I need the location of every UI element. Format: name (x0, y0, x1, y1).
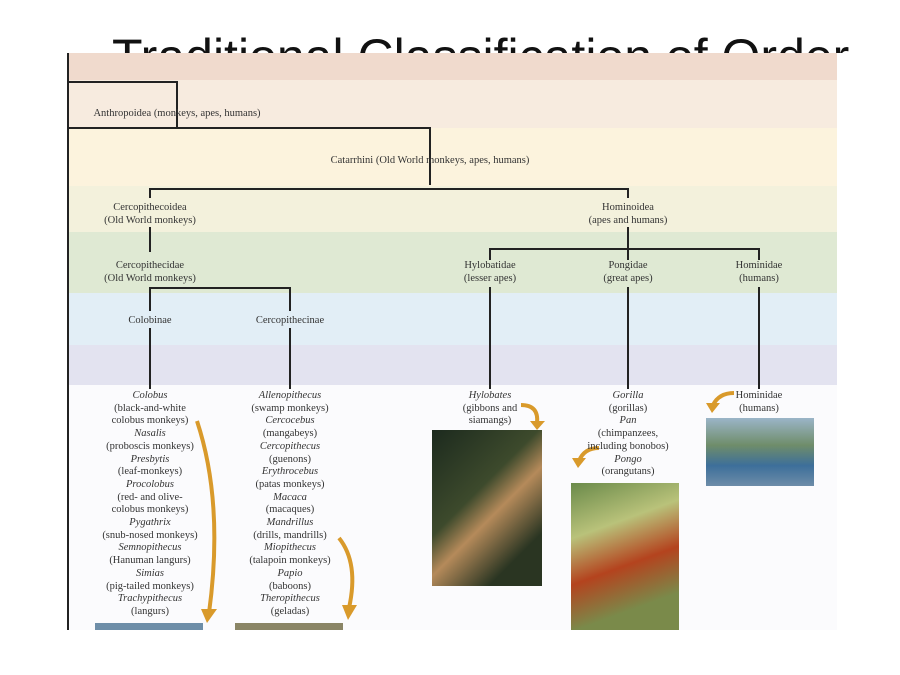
genera-pongidae: Gorilla(gorillas)Pan(chimpanzees,includi… (587, 390, 668, 479)
genus-line: (chimpanzees, (597, 428, 659, 440)
colobus-photo (95, 623, 203, 630)
slide-title: Traditional Classification of Order (0, 22, 900, 53)
tree-lines (69, 81, 760, 623)
taxon-anthropoidea: Anthropoidea (monkeys, apes, humans) (93, 108, 261, 119)
genus-line: including bonobos) (587, 440, 669, 452)
genus-line: Presbytis (130, 453, 170, 465)
band (69, 345, 837, 385)
genus-line: (humans) (739, 402, 779, 414)
band (69, 53, 837, 80)
genus-line: (leaf-monkeys) (117, 466, 183, 478)
genus-line: (black-and-white (114, 402, 186, 414)
genus-line: (gibbons and (462, 402, 518, 414)
genus-line: (proboscis monkeys) (106, 440, 194, 452)
genus-line: (talapoin monkeys) (249, 555, 331, 567)
genus-line: Colobus (132, 390, 168, 401)
genus-line: colobus monkeys) (111, 415, 189, 427)
genus-line: (drills, mandrills) (253, 529, 327, 541)
genus-line: (patas monkeys) (255, 478, 325, 490)
genus-line: (gorillas) (608, 402, 648, 414)
genus-line: Cercocebus (265, 415, 315, 427)
genera-hominidae: Hominidae(humans) (736, 390, 783, 415)
taxon-colobinae: Colobinae (125, 315, 175, 328)
band (69, 232, 837, 293)
genus-line: Procolobus (125, 478, 175, 490)
taxon-cercopithecidae: Cercopithecidae(Old World monkeys) (104, 260, 196, 284)
genus-line: (Hanuman langurs) (109, 555, 191, 567)
genus-line: (langurs) (131, 605, 169, 617)
genus-line: Semnopithecus (118, 542, 182, 554)
genus-line: Pongo (614, 453, 642, 465)
band (69, 128, 837, 186)
genus-line: Trachypithecus (117, 593, 183, 605)
genus-line: Pygathrix (129, 517, 171, 529)
genus-line: (snub-nosed monkeys) (102, 529, 198, 541)
genus-line: Miopithecus (264, 542, 316, 554)
genus-line: (pig-tailed monkeys) (106, 580, 194, 592)
genus-line: Simias (135, 567, 164, 579)
genus-line: (swamp monkeys) (251, 402, 329, 414)
genus-line: Papio (277, 567, 303, 579)
taxon-cercopithecoidea: Cercopithecoidea(Old World monkeys) (104, 202, 196, 226)
band (69, 293, 837, 345)
genus-line: (red- and olive- (117, 491, 183, 503)
genus-line: Pan (619, 415, 637, 427)
genus-line: Cercopithecus (259, 440, 321, 452)
human-photo (706, 418, 814, 486)
genus-line: Hominidae (735, 390, 783, 401)
baboon-photo (235, 623, 343, 630)
genus-line: Gorilla (612, 390, 644, 401)
genus-line: (mangabeys) (262, 428, 318, 440)
genus-line: Macaca (273, 491, 307, 503)
taxon-hominoidea: Hominoidea(apes and humans) (588, 202, 668, 226)
genus-line: (macaques) (265, 504, 315, 516)
genus-line: (orangutans) (601, 466, 655, 478)
taxon-hominidae: Hominidae(humans) (735, 260, 783, 284)
genus-line: (guenons) (268, 453, 311, 465)
taxon-hylobatidae: Hylobatidae(lesser apes) (463, 260, 517, 284)
genus-line: (geladas) (270, 605, 310, 617)
genus-line: colobus monkeys) (111, 504, 189, 516)
band (69, 186, 837, 232)
genus-line: Nasalis (134, 428, 166, 440)
genus-line: Allenopithecus (258, 390, 322, 401)
slide-title-text: Traditional Classification of Order (112, 28, 849, 53)
genus-line: Mandrillus (266, 517, 314, 529)
genus-line: Erythrocebus (261, 466, 319, 478)
taxon-cercopithecinae: Cercopithecinae (252, 315, 328, 328)
genera-cercopithecinae: Allenopithecus(swamp monkeys)Cercocebus(… (249, 390, 330, 619)
band (69, 80, 837, 128)
genus-line: (baboons) (268, 580, 311, 592)
genus-line: Hylobates (468, 390, 512, 401)
taxon-catarrhini: Catarrhini (Old World monkeys, apes, hum… (330, 155, 530, 166)
genus-line: siamangs) (468, 415, 512, 427)
genus-line: Theropithecus (260, 593, 320, 605)
taxon-pongidae: Pongidae(great apes) (603, 260, 653, 284)
classification-diagram: Anthropoidea (monkeys, apes, humans) Cat… (67, 53, 837, 630)
gibbon-photo (432, 430, 542, 586)
orangutan-photo (571, 483, 679, 630)
